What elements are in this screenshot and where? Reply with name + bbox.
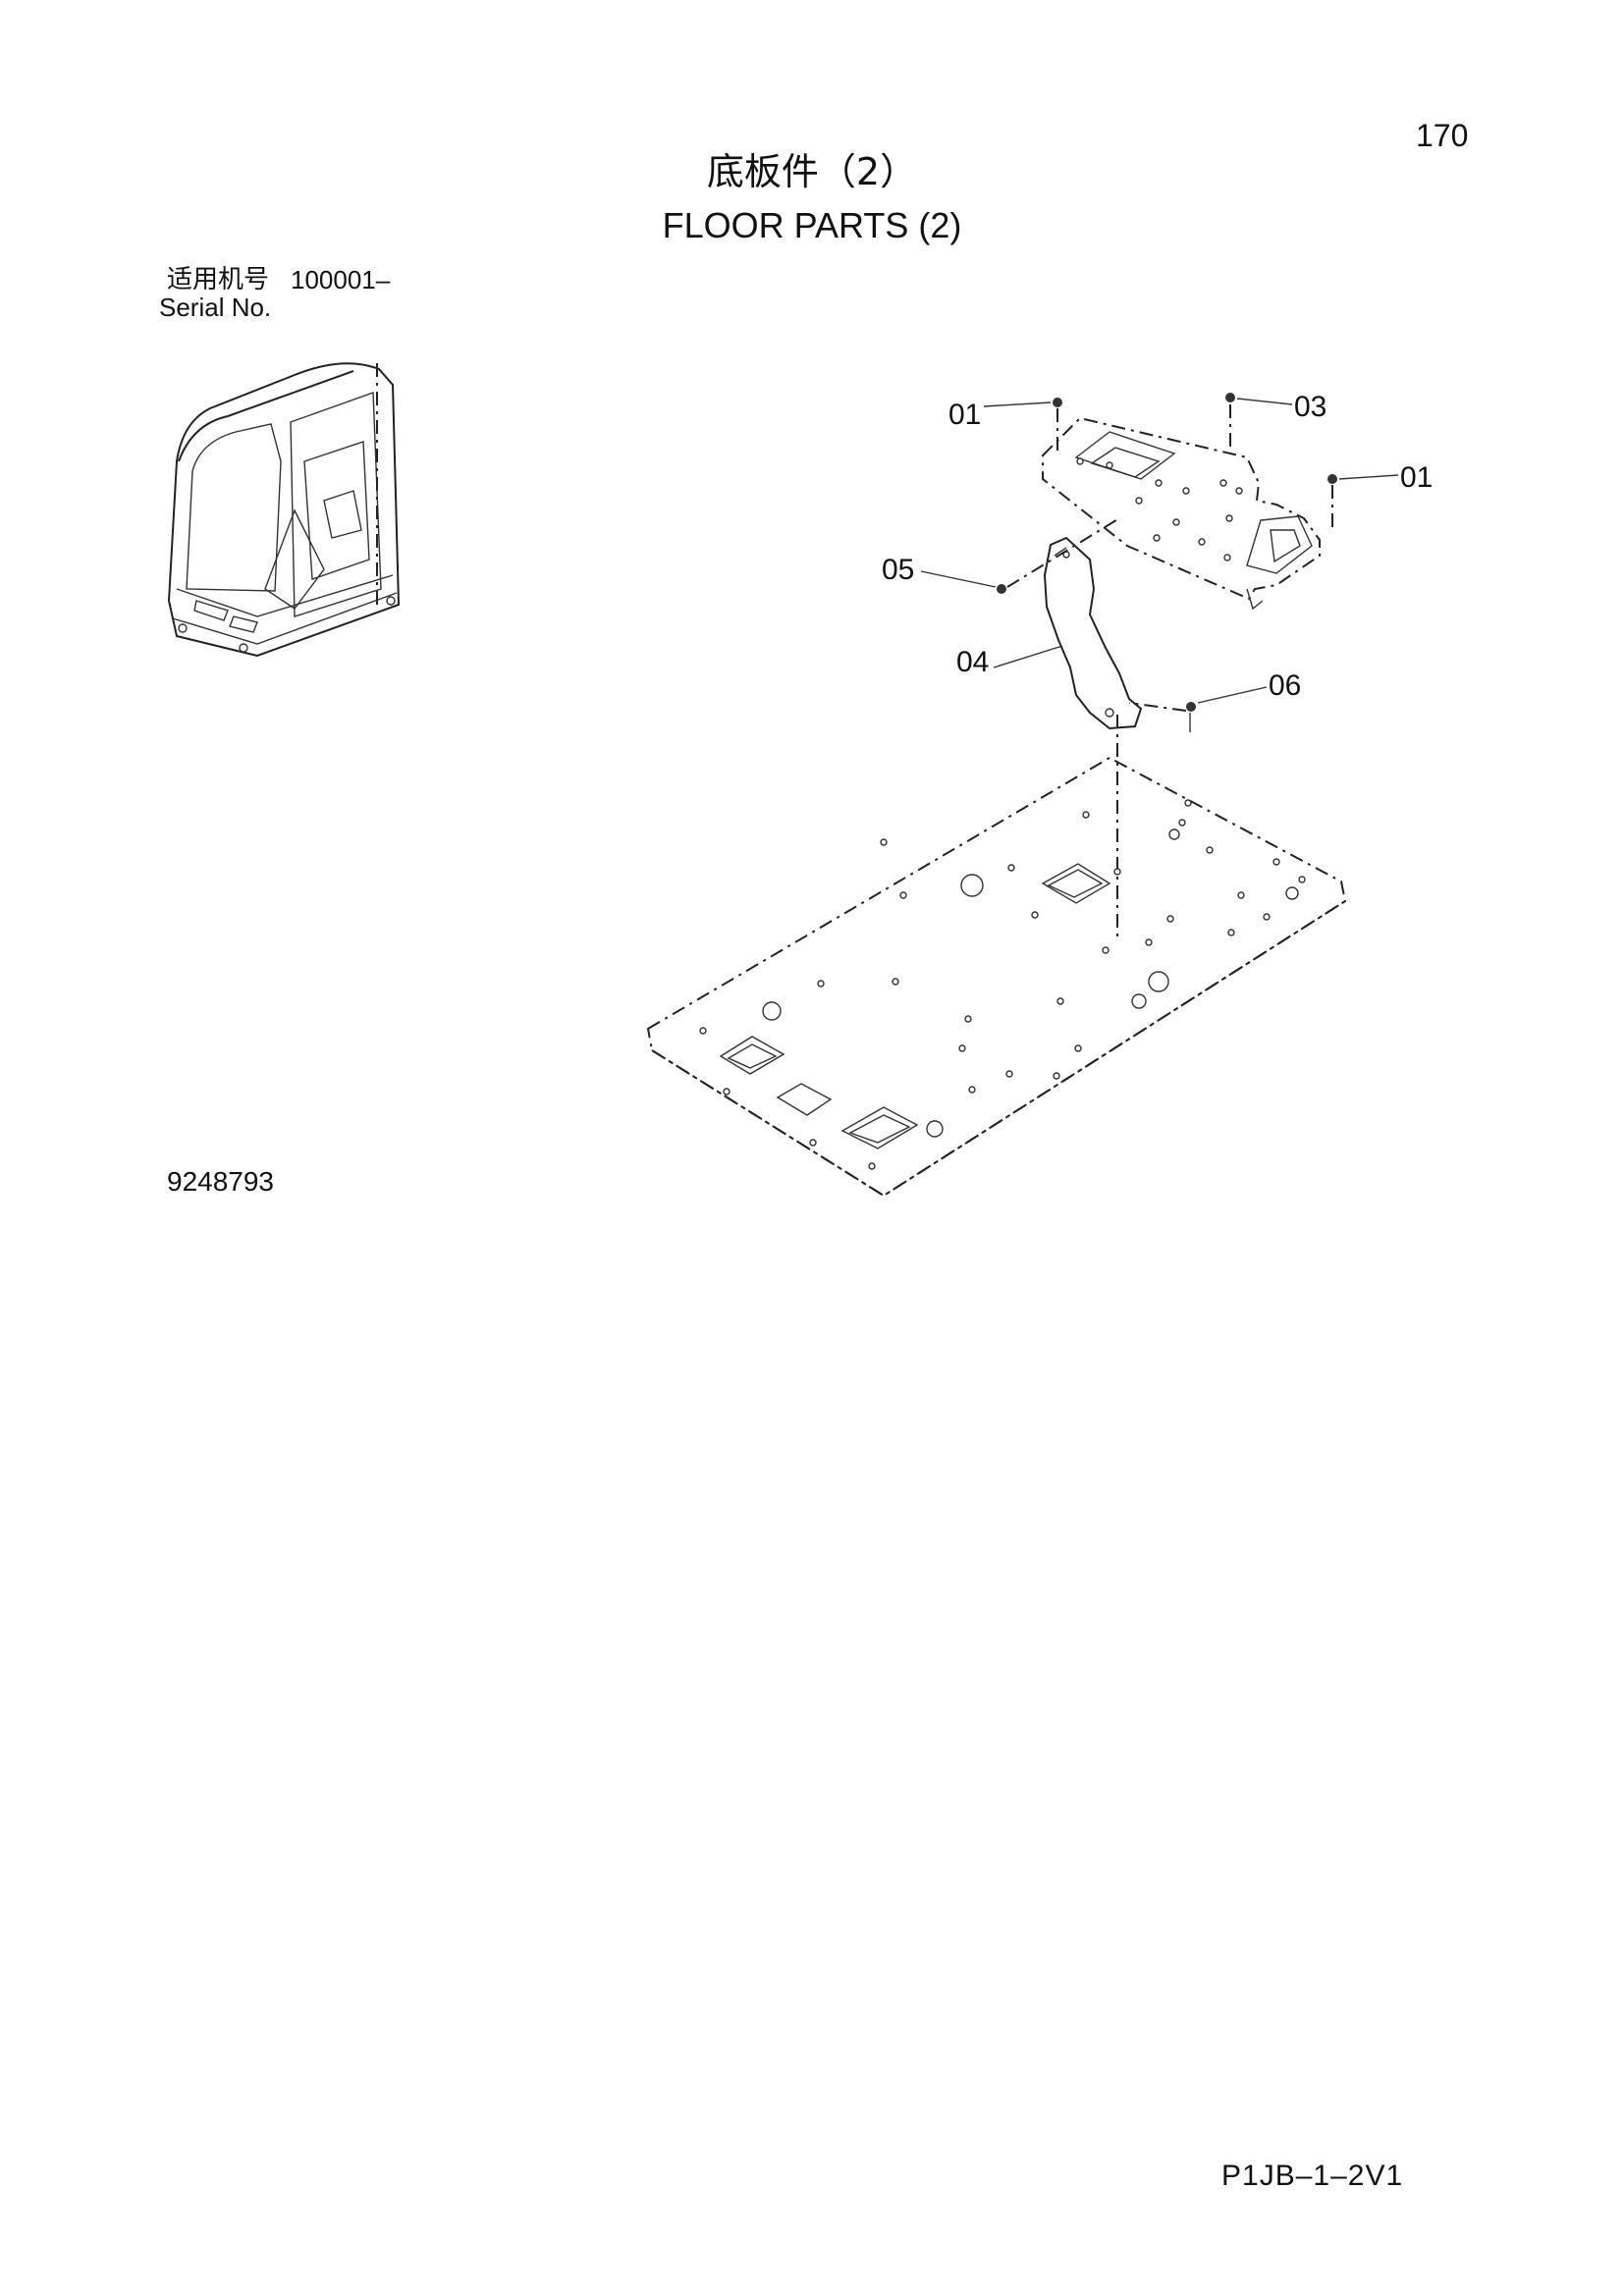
bracket-04 xyxy=(1043,536,1143,730)
callout-05: 05 xyxy=(882,554,914,586)
callout-03: 03 xyxy=(1294,391,1326,423)
callout-06: 06 xyxy=(1269,669,1301,702)
serial-label-english: Serial No. xyxy=(159,293,272,322)
callout-01-right: 01 xyxy=(1400,461,1433,494)
page-title-chinese: 底板件（2） xyxy=(706,150,918,193)
page-title-english: FLOOR PARTS (2) xyxy=(662,205,962,245)
page-number: 170 xyxy=(1416,118,1469,153)
cab-thumbnail-illustration xyxy=(167,362,401,658)
screw-06 xyxy=(1128,702,1196,732)
callout-04: 04 xyxy=(956,646,989,678)
drawing-number: 9248793 xyxy=(167,1166,275,1197)
callout-01-top: 01 xyxy=(948,399,981,431)
page-code: P1JB–1–2V1 xyxy=(1221,2160,1404,2192)
bracket-plate-03 xyxy=(1042,416,1321,611)
floor-base-plate xyxy=(646,756,1347,1198)
bolt-01-top xyxy=(1053,398,1062,454)
serial-number-value: 100001– xyxy=(291,265,391,294)
callout-leaders xyxy=(920,398,1399,704)
screw-05 xyxy=(997,517,1120,594)
bolt-03 xyxy=(1225,393,1235,454)
serial-label-chinese: 适用机号 xyxy=(167,265,270,294)
bolt-01-right xyxy=(1327,474,1337,530)
